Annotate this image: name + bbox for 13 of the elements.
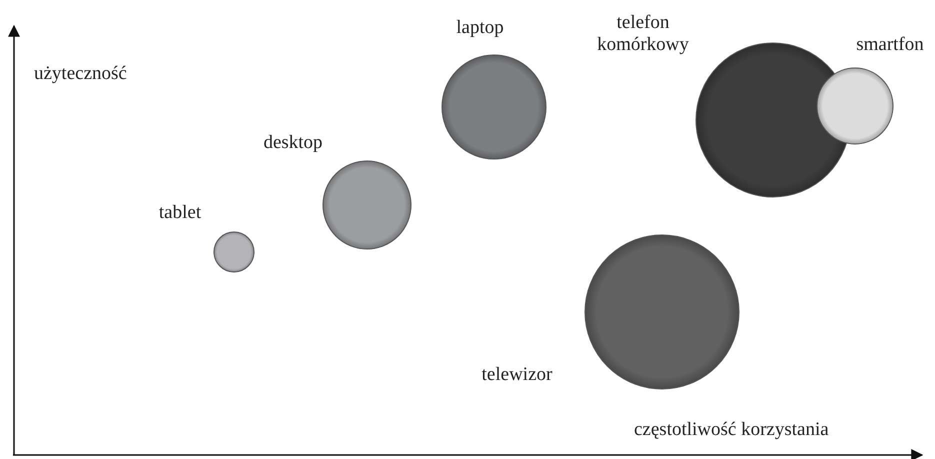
bubble	[322, 160, 412, 250]
bubble-label: laptop	[455, 17, 505, 39]
bubble	[441, 54, 547, 160]
axis-label: użyteczność	[34, 64, 127, 85]
bubble	[816, 67, 894, 145]
bubble-label: tablet	[158, 202, 202, 224]
bubble-label: smartfon	[855, 34, 925, 56]
bubble-label: telefon komórkowy	[596, 12, 690, 56]
bubble-label: desktop	[262, 132, 324, 154]
bubble-label: telewizor	[480, 364, 554, 386]
bubble	[213, 231, 255, 273]
axis-label: częstotliwość korzystania	[634, 420, 829, 441]
bubble	[584, 234, 740, 390]
